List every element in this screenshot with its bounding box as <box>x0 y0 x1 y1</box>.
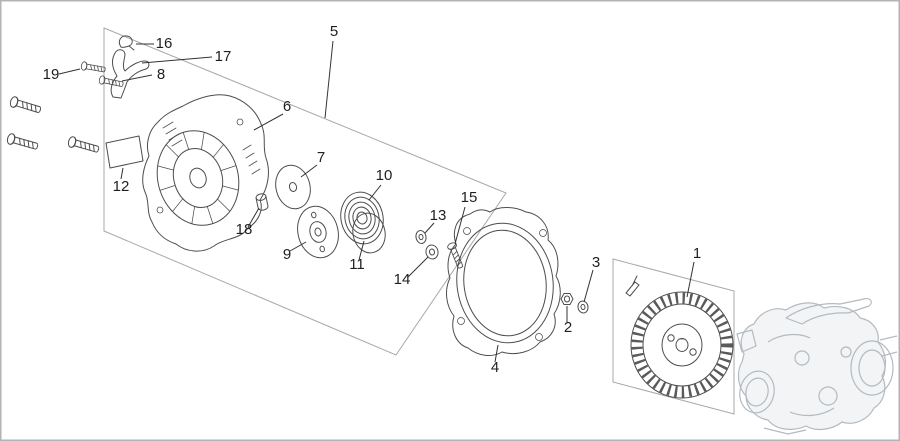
callout-16: 16 <box>156 35 173 52</box>
engine-lever <box>785 297 872 325</box>
part-pulley-spring <box>340 191 386 254</box>
callout-5: 5 <box>330 23 338 40</box>
callout-3: 3 <box>592 254 600 271</box>
callout-19: 19 <box>43 66 60 83</box>
callout-labels: 1 2 3 4 5 6 7 8 9 10 11 12 13 14 15 16 1… <box>43 23 702 376</box>
leader-6 <box>253 113 284 131</box>
leader-18 <box>247 207 260 228</box>
part-starter-housing <box>142 94 269 252</box>
part-bracket-17 <box>110 49 150 99</box>
leader-9 <box>289 241 307 252</box>
part-washer-14 <box>425 244 439 260</box>
leader-4 <box>494 344 499 363</box>
callout-13: 13 <box>430 207 447 224</box>
leader-lines <box>58 40 695 363</box>
starter-group-box <box>103 27 507 356</box>
leader-1 <box>686 261 695 298</box>
callout-12: 12 <box>113 178 130 195</box>
leader-11 <box>358 240 365 261</box>
leader-17 <box>141 56 213 64</box>
callout-4: 4 <box>491 359 499 376</box>
callout-10: 10 <box>376 167 393 184</box>
callout-1: 1 <box>693 245 701 262</box>
callout-14: 14 <box>394 271 411 288</box>
leader-8 <box>121 74 153 82</box>
engine-assembly-illustration <box>736 297 898 435</box>
callout-2: 2 <box>564 319 572 336</box>
part-disc-7 <box>275 164 311 210</box>
callout-6: 6 <box>283 98 291 115</box>
leader-5 <box>324 40 334 119</box>
callout-8: 8 <box>157 66 165 83</box>
leader-15 <box>454 206 466 245</box>
leader-14 <box>407 256 429 278</box>
leader-13 <box>424 222 435 234</box>
callout-15: 15 <box>461 189 478 206</box>
flywheel-group-box <box>612 258 735 415</box>
callout-18: 18 <box>236 221 253 238</box>
callout-11: 11 <box>349 256 365 273</box>
part-nut-2 <box>560 293 574 305</box>
callout-17: 17 <box>215 48 232 65</box>
part-plate-12 <box>105 135 144 169</box>
callout-9: 9 <box>283 246 291 263</box>
leader-7 <box>300 164 318 178</box>
callout-7: 7 <box>317 149 325 166</box>
part-clip-16 <box>118 35 135 51</box>
leader-3 <box>583 269 594 303</box>
leader-19 <box>58 68 81 75</box>
part-washer-3 <box>577 300 589 314</box>
part-flywheel <box>625 275 734 399</box>
part-backing-plate <box>446 207 561 356</box>
part-washer-13 <box>415 230 427 244</box>
part-disc-9 <box>297 205 339 259</box>
leader-12 <box>120 167 124 180</box>
part-grommet-18 <box>255 193 269 211</box>
leader-10 <box>368 184 382 201</box>
engine-cylinder-port <box>739 370 775 414</box>
